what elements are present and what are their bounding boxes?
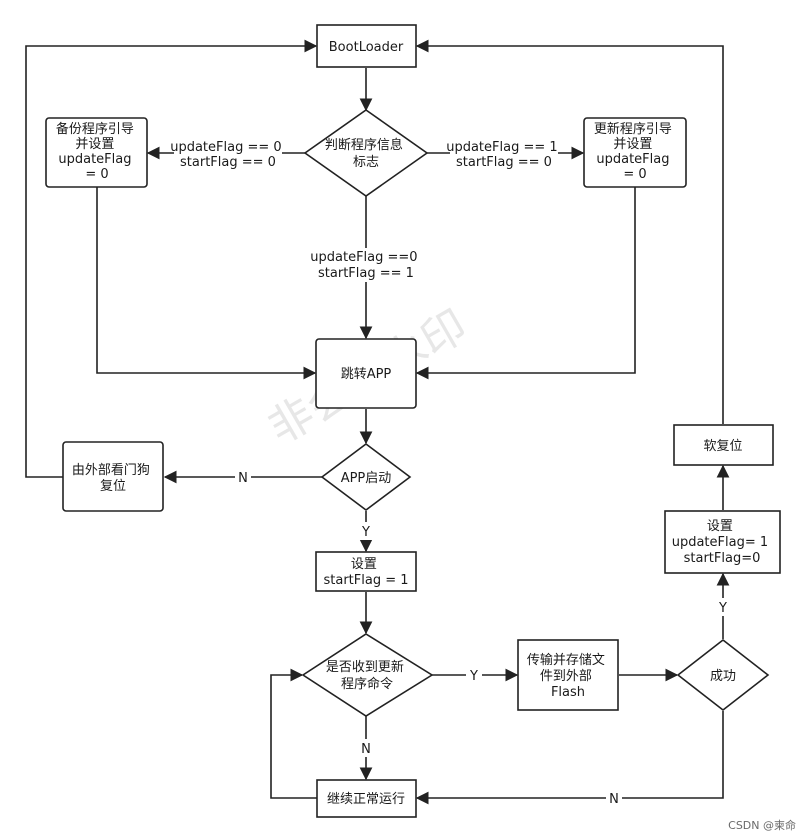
label-bg-app-no (235, 468, 251, 486)
label-app-no: N (238, 471, 248, 486)
edge-softreset-bootloader (415, 39, 724, 424)
node-backup-line4: = 0 (85, 167, 108, 182)
node-backup-label: 备份程序引导 并设置 updateFlag = 0 (56, 121, 138, 182)
node-judge-diamond (303, 109, 429, 197)
node-set-update-label: 设置 updateFlag= 1 startFlag=0 (672, 519, 773, 566)
node-transfer-line1: 传输并存储文 (527, 652, 605, 668)
edge-success-normal (415, 711, 724, 805)
node-set-start: 设置 startFlag = 1 (315, 551, 417, 592)
node-update-label: 更新程序引导 并设置 updateFlag = 0 (594, 121, 676, 182)
node-jump-app: 跳转APP (315, 338, 417, 409)
label-judge-left-line2: startFlag == 0 (180, 155, 276, 170)
node-judge-line2: 标志 (353, 155, 379, 170)
node-bootloader-label: BootLoader (329, 40, 404, 55)
node-app-start-diamond (320, 443, 412, 511)
label-bg-received-no (358, 739, 374, 757)
node-watchdog-box (62, 441, 164, 512)
node-normal-label: 继续正常运行 (327, 792, 405, 807)
node-success-label: 成功 (710, 669, 736, 684)
label-judge-down-line1: updateFlag ==0 (310, 250, 417, 265)
label-judge-right-line1: updateFlag == 1 (446, 140, 557, 155)
label-judge-left: updateFlag == 0 startFlag == 0 (170, 140, 286, 170)
edge-normal-received (270, 668, 317, 799)
label-received-yes: Y (469, 669, 478, 684)
label-received-no: N (361, 742, 371, 757)
node-soft-reset-label: 软复位 (703, 439, 742, 454)
node-set-update-line2: updateFlag= 1 (672, 535, 768, 550)
node-set-update-line1: 设置 (707, 519, 733, 534)
label-success-yes: Y (718, 601, 727, 616)
edge-backup-jumpapp (96, 187, 317, 380)
node-app-start: APP启动 (320, 443, 412, 511)
node-app-start-label: APP启动 (341, 471, 392, 486)
node-set-start-line2: startFlag = 1 (323, 573, 408, 588)
node-set-update-box (664, 510, 781, 574)
node-update-line3: updateFlag (596, 152, 669, 167)
label-bg-received-yes (466, 666, 482, 684)
node-backup: 备份程序引导 并设置 updateFlag = 0 (45, 117, 148, 188)
node-received-line2: 程序命令 (341, 676, 393, 692)
node-transfer-line2: 件到外部 (540, 669, 592, 684)
node-backup-line1: 备份程序引导 (56, 121, 134, 137)
node-update-line4: = 0 (623, 167, 646, 182)
node-watchdog-line2: 复位 (100, 479, 126, 494)
node-set-update-line3: startFlag=0 (684, 551, 761, 566)
label-bg-app-yes (358, 522, 374, 540)
node-set-start-box (315, 551, 417, 592)
node-transfer-line3: Flash (551, 685, 585, 700)
node-backup-line3: updateFlag (58, 152, 131, 167)
node-transfer-label: 传输并存储文 件到外部 Flash (527, 652, 609, 700)
label-bg-judge-right (450, 138, 558, 170)
node-watchdog-line1: 由外部看门狗 (72, 462, 150, 478)
node-set-start-label: 设置 startFlag = 1 (323, 557, 408, 588)
node-backup-box (45, 117, 148, 188)
label-bg-judge-left (174, 138, 282, 170)
edge-update-jumpapp (415, 187, 636, 380)
node-judge-line1: 判断程序信息 (325, 137, 403, 153)
node-update-line2: 并设置 (613, 137, 652, 152)
label-judge-down: updateFlag ==0 startFlag == 1 (310, 250, 421, 281)
node-success: 成功 (676, 638, 770, 712)
node-soft-reset: 软复位 (673, 424, 774, 466)
label-success-no: N (609, 792, 619, 807)
node-judge-label: 判断程序信息 标志 (325, 137, 407, 170)
node-transfer-box (517, 639, 619, 711)
csdn-credit: CSDN @柬命 (728, 818, 796, 832)
node-bootloader: BootLoader (316, 24, 417, 68)
node-watchdog: 由外部看门狗 复位 (62, 441, 164, 512)
node-transfer: 传输并存储文 件到外部 Flash (517, 639, 619, 711)
label-judge-right-line2: startFlag == 0 (456, 155, 552, 170)
label-bg-judge-down (313, 248, 419, 282)
node-watchdog-label: 由外部看门狗 复位 (72, 462, 154, 494)
label-judge-down-line2: startFlag == 1 (318, 266, 414, 281)
node-received-label: 是否收到更新 程序命令 (326, 659, 408, 692)
node-received-diamond (301, 633, 434, 717)
edge-labels: updateFlag == 0 startFlag == 0 updateFla… (170, 140, 727, 807)
label-judge-left-line1: updateFlag == 0 (170, 140, 281, 155)
node-success-diamond (676, 638, 770, 712)
edge-label-backgrounds (174, 138, 731, 807)
node-received-line1: 是否收到更新 (326, 659, 404, 675)
node-update: 更新程序引导 并设置 updateFlag = 0 (583, 117, 687, 188)
node-judge: 判断程序信息 标志 (303, 109, 429, 197)
node-jump-app-box (315, 338, 417, 409)
node-bootloader-box (316, 24, 417, 68)
label-app-yes: Y (361, 525, 370, 540)
node-set-start-line1: 设置 (351, 557, 377, 572)
node-normal: 继续正常运行 (316, 779, 417, 818)
node-received: 是否收到更新 程序命令 (301, 633, 434, 717)
label-judge-right: updateFlag == 1 startFlag == 0 (446, 140, 562, 170)
label-bg-success-yes (715, 598, 731, 616)
node-normal-box (316, 779, 417, 818)
node-jump-app-label: 跳转APP (341, 367, 392, 382)
node-soft-reset-box (673, 424, 774, 466)
node-backup-line2: 并设置 (75, 137, 114, 152)
node-update-line1: 更新程序引导 (594, 121, 672, 137)
node-update-box (583, 117, 687, 188)
node-set-update: 设置 updateFlag= 1 startFlag=0 (664, 510, 781, 574)
label-bg-success-no (606, 789, 622, 807)
edge-watchdog-bootloader (25, 39, 318, 478)
